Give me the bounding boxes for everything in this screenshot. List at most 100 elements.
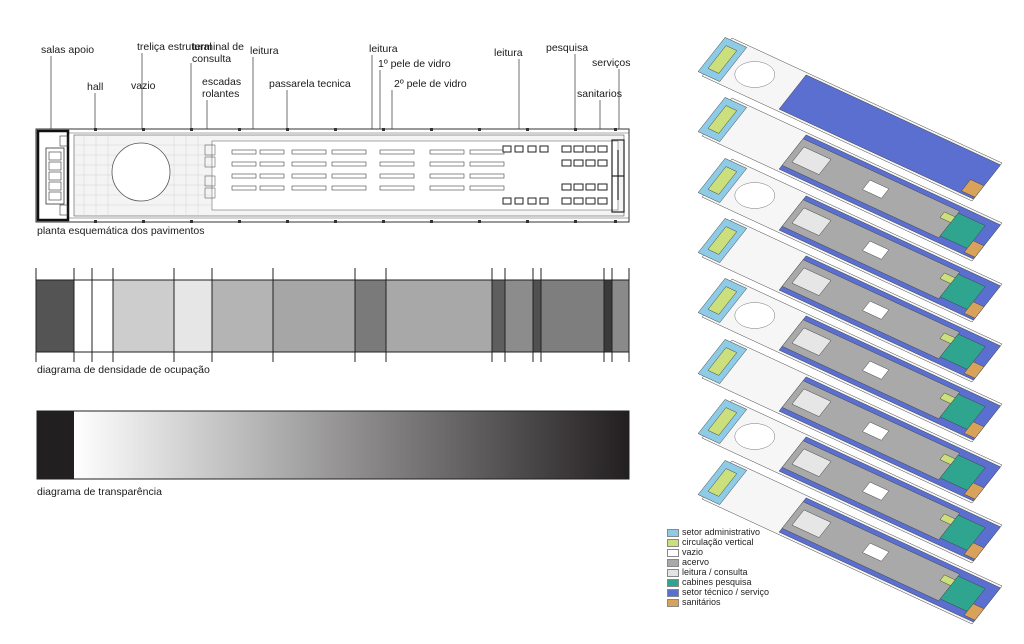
plan-columns bbox=[94, 128, 617, 223]
sanitary-zone bbox=[963, 361, 985, 379]
reading-zone bbox=[791, 388, 832, 417]
reading-zone bbox=[791, 146, 832, 175]
circulation-core bbox=[939, 513, 956, 525]
circulation-strip bbox=[707, 226, 738, 255]
circulation-core bbox=[939, 211, 956, 223]
label-sanitarios: sanitarios bbox=[577, 88, 622, 100]
void-square bbox=[862, 542, 890, 562]
floor-plate bbox=[697, 339, 1003, 504]
void-square bbox=[862, 179, 890, 199]
label-terminal-l1: terminal de bbox=[192, 41, 244, 53]
circulation-strip bbox=[707, 347, 738, 376]
legend-label: sanitários bbox=[682, 597, 721, 607]
label-hall: hall bbox=[87, 81, 104, 93]
label-vazio: vazio bbox=[131, 80, 156, 92]
void-square bbox=[862, 421, 890, 441]
void-square bbox=[862, 360, 890, 380]
void-square bbox=[862, 481, 890, 501]
legend-label: circulação vertical bbox=[682, 537, 754, 547]
void-ellipse bbox=[734, 61, 776, 88]
density-band bbox=[174, 280, 212, 352]
circulation-core bbox=[939, 272, 956, 284]
sanitary-zone bbox=[963, 482, 985, 500]
sanitary-zone bbox=[963, 603, 985, 621]
legend-swatch bbox=[667, 599, 679, 607]
density-band bbox=[541, 280, 604, 352]
density-band bbox=[505, 280, 533, 352]
plan-reading-tables bbox=[231, 149, 505, 191]
density-band bbox=[36, 280, 74, 352]
floor-plate bbox=[697, 278, 1003, 443]
floor-plate bbox=[697, 158, 1003, 323]
circulation-core bbox=[939, 574, 956, 586]
label-pele-1: 1º pele de vidro bbox=[378, 58, 451, 70]
plan-booths bbox=[502, 145, 608, 205]
label-leitura-2: leitura bbox=[369, 43, 398, 55]
legend-swatch bbox=[667, 569, 679, 577]
density-band bbox=[355, 280, 386, 352]
density-band bbox=[386, 280, 492, 352]
legend-label: cabines pesquisa bbox=[682, 577, 752, 587]
transparency-caption: diagrama de transparência bbox=[37, 486, 162, 498]
technical-zone bbox=[778, 74, 1001, 200]
legend-swatch bbox=[667, 589, 679, 597]
label-pesquisa: pesquisa bbox=[546, 42, 589, 54]
legend-swatch bbox=[667, 529, 679, 537]
reading-zone bbox=[791, 448, 832, 477]
circulation-core bbox=[939, 392, 956, 404]
density-band bbox=[212, 280, 273, 352]
plan-void-circle bbox=[111, 142, 171, 202]
sanitary-zone bbox=[963, 421, 985, 439]
density-band bbox=[74, 280, 92, 352]
void-ellipse bbox=[734, 182, 776, 209]
reading-zone bbox=[791, 267, 832, 296]
sanitary-zone bbox=[963, 240, 985, 258]
label-escadas-l1: escadas bbox=[202, 76, 242, 88]
legend-label: leitura / consulta bbox=[682, 567, 748, 577]
circulation-strip bbox=[707, 105, 738, 134]
label-leitura-3: leitura bbox=[494, 47, 523, 59]
plan-leader-lines bbox=[50, 53, 620, 129]
plan-service-end bbox=[611, 139, 625, 213]
floor-plate bbox=[697, 218, 1003, 383]
legend-label: acervo bbox=[682, 557, 710, 567]
legend-label: setor técnico / serviço bbox=[682, 587, 770, 597]
label-trelica: treliça estrutural bbox=[137, 41, 212, 53]
floor-plate bbox=[697, 37, 1003, 202]
density-band bbox=[604, 280, 612, 352]
floor-plate bbox=[697, 97, 1003, 262]
label-passarela: passarela tecnica bbox=[269, 78, 351, 90]
floor-plate bbox=[697, 460, 1003, 625]
legend-label: vazio bbox=[682, 547, 704, 557]
density-caption: diagrama de densidade de ocupação bbox=[37, 364, 210, 376]
legend-swatch bbox=[667, 549, 679, 557]
sanitary-zone bbox=[963, 542, 985, 560]
circulation-strip bbox=[707, 45, 738, 74]
label-leitura-1: leitura bbox=[250, 45, 279, 57]
circulation-strip bbox=[707, 166, 738, 195]
void-ellipse bbox=[734, 423, 776, 450]
reading-zone bbox=[791, 509, 832, 538]
density-band bbox=[612, 280, 629, 352]
circulation-core bbox=[939, 453, 956, 465]
circulation-core bbox=[939, 332, 956, 344]
circulation-strip bbox=[707, 468, 738, 497]
legend-label: setor administrativo bbox=[682, 527, 761, 537]
plan-escalators bbox=[204, 144, 216, 199]
plan-caption: planta esquemática dos pavimentos bbox=[37, 225, 205, 237]
density-band bbox=[92, 280, 113, 352]
density-band bbox=[492, 280, 505, 352]
density-band bbox=[533, 280, 541, 352]
void-square bbox=[862, 300, 890, 320]
transparency-frame bbox=[36, 410, 630, 480]
void-ellipse bbox=[734, 302, 776, 329]
label-escadas-l2: rolantes bbox=[202, 88, 240, 100]
floor-plate bbox=[697, 399, 1003, 564]
circulation-strip bbox=[707, 286, 738, 315]
legend-swatch bbox=[667, 559, 679, 567]
